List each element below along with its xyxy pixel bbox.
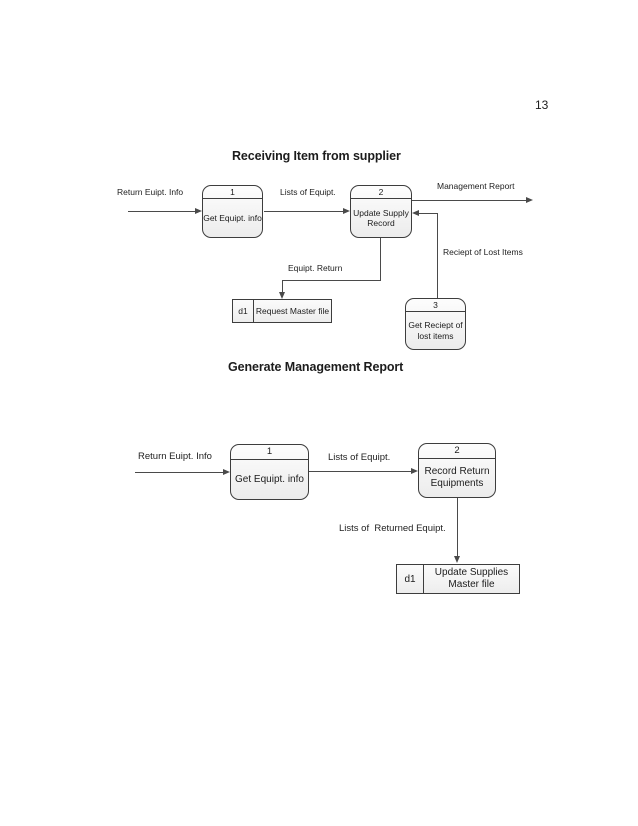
process-node-get-equipt-info: 1 Get Equipt. info [202, 185, 263, 238]
arrow-line-management-report [412, 199, 527, 201]
arrow-line-lists-of-equipt-2 [309, 470, 412, 472]
flow-label-lists-of-returned-equipt: Lists of Returned Equipt. [339, 523, 446, 534]
arrow-line-equipt-return-v1 [379, 238, 381, 281]
arrow-line-return-info-2 [135, 471, 224, 473]
arrow-line-reciept-vertical [436, 213, 438, 298]
arrowhead-down-icon [278, 292, 285, 299]
arrow-line-lists-returned [456, 498, 458, 557]
process-number: 1 [203, 186, 262, 199]
diagram1-title: Receiving Item from supplier [232, 149, 401, 163]
datastore-request-master-file: d1 Request Master file [232, 299, 332, 323]
flow-label-reciept-of-lost-items: Reciept of Lost Items [443, 247, 523, 257]
flow-label-management-report: Management Report [437, 181, 515, 191]
process-number: 2 [419, 444, 495, 459]
datastore-label: Update Supplies Master file [434, 567, 509, 590]
datastore-id: d1 [397, 565, 424, 593]
process-label: Update Supply Record [353, 207, 409, 229]
page-number: 13 [535, 98, 549, 112]
flow-label-lists-of-equipt-2: Lists of Equipt. [328, 452, 391, 463]
arrowhead-right-icon [526, 196, 533, 203]
arrow-line-equipt-return-v2 [281, 280, 283, 293]
datastore-update-supplies-master-file: d1 Update Supplies Master file [396, 564, 520, 594]
datastore-id: d1 [233, 300, 254, 322]
arrowhead-down-icon [453, 556, 460, 563]
process-node-get-equipt-info-2: 1 Get Equipt. info [230, 444, 309, 500]
arrowhead-left-icon [412, 209, 419, 216]
arrow-line-equipt-return-h [281, 279, 381, 281]
arrowhead-right-icon [411, 467, 418, 474]
process-node-get-reciept-of-lost-items: 3 Get Reciept of lost items [405, 298, 466, 350]
process-number: 3 [406, 299, 465, 312]
flow-label-return-info-2: Return Euipt. Info [138, 451, 212, 462]
process-label: Record Return Equipments [424, 466, 490, 489]
process-node-record-return-equipments: 2 Record Return Equipments [418, 443, 496, 498]
flow-label-equipt-return: Equipt. Return [288, 263, 343, 273]
flow-label-lists-of-equipt: Lists of Equipt. [280, 187, 336, 197]
arrow-line-return-info [128, 210, 196, 212]
process-number: 2 [351, 186, 411, 199]
process-node-update-supply-record: 2 Update Supply Record [350, 185, 412, 238]
process-label: Get Equipt. info [235, 473, 304, 485]
arrowhead-right-icon [343, 207, 350, 214]
diagram2-title: Generate Management Report [228, 360, 404, 374]
arrow-line-lists-of-equipt [264, 210, 344, 212]
flow-label-return-info: Return Euipt. Info [117, 187, 184, 197]
arrow-line-reciept-horizontal [419, 212, 438, 214]
datastore-label: Request Master file [255, 305, 330, 316]
process-label: Get Equipt. info [203, 212, 262, 223]
arrowhead-right-icon [195, 207, 202, 214]
process-number: 1 [231, 445, 308, 460]
arrowhead-right-icon [223, 468, 230, 475]
process-label: Get Reciept of lost items [408, 320, 463, 341]
